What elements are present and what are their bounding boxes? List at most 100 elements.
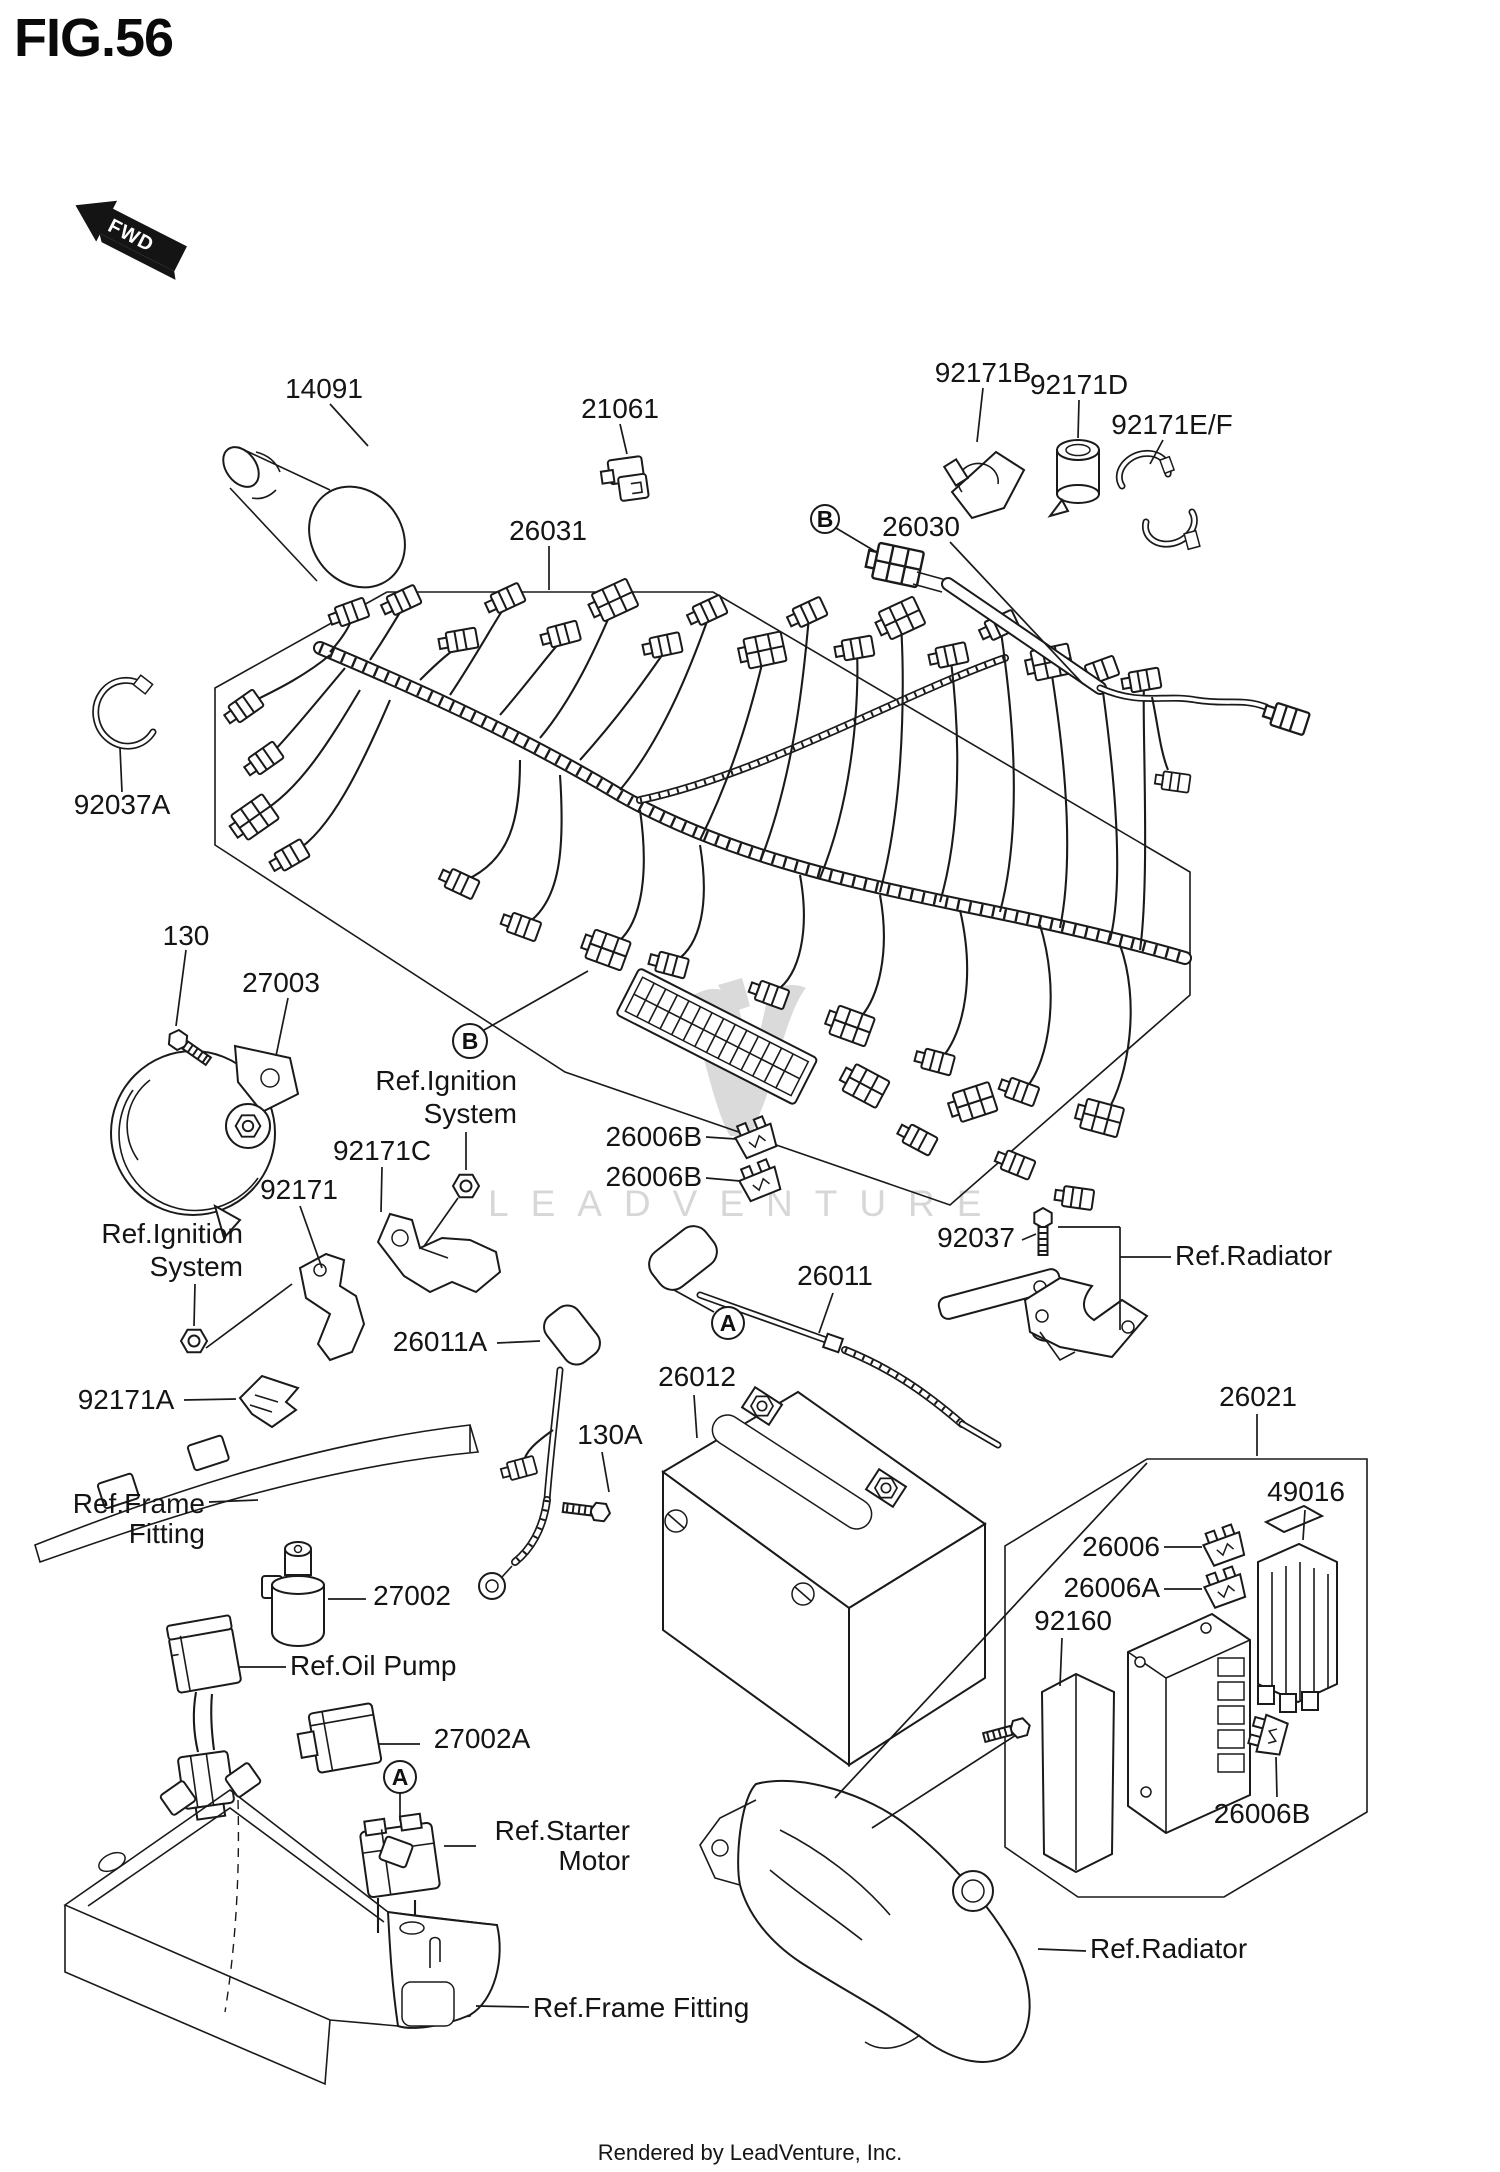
connector-icon — [1260, 698, 1312, 737]
footer-credit: Rendered by LeadVenture, Inc. — [598, 2140, 903, 2165]
label-26011: 26011 — [797, 1260, 873, 1291]
part-26006b-fuse — [1245, 1711, 1290, 1759]
connector-icon — [683, 593, 729, 630]
connector-icon — [1119, 666, 1163, 695]
label-ref-starter-2: Motor — [558, 1845, 630, 1876]
connector-icon — [220, 688, 266, 729]
connector-icon — [435, 864, 481, 901]
connector-icon — [266, 837, 311, 877]
label-92171b: 92171B — [935, 357, 1032, 388]
part-26006a-fuse — [1199, 1563, 1249, 1610]
marker-a-label: A — [392, 1764, 409, 1790]
connector-icon — [832, 634, 876, 663]
part-92037a-band — [92, 674, 157, 750]
part-26006-fuse — [1198, 1521, 1248, 1568]
label-ref-ignition-right-2: System — [424, 1098, 517, 1129]
label-26012: 26012 — [658, 1361, 736, 1392]
connector-icon — [436, 626, 480, 655]
part-26021-box — [834, 1458, 1368, 1898]
battery-terminal — [740, 1385, 784, 1427]
leader-ref-radiator-top — [1058, 1226, 1171, 1330]
connector-icon — [640, 631, 684, 661]
part-nut-ignition-left — [180, 1328, 208, 1354]
label-92171ef: 92171E/F — [1111, 409, 1232, 440]
connector-icon — [893, 1119, 939, 1157]
leader-26006b — [705, 1136, 741, 1182]
part-26031-main-harness — [214, 577, 1192, 1211]
leader-92171a — [183, 1398, 237, 1401]
connector-icon — [871, 595, 927, 644]
connector-icon — [497, 908, 543, 943]
label-ref-radiator-top: Ref.Radiator — [1175, 1240, 1332, 1271]
part-49016-cover — [1257, 1504, 1338, 1713]
part-14091-igniter-canister — [222, 446, 406, 589]
leader-92171ef — [1149, 439, 1164, 465]
marker-b-top: B — [810, 504, 879, 554]
leader-92171b — [976, 387, 984, 443]
leader-92171c — [380, 1166, 383, 1213]
leader-14091 — [329, 403, 369, 447]
part-27002-damper — [261, 1541, 325, 1648]
connector-icon — [577, 926, 632, 972]
label-ref-ignition-left-1: Ref.Ignition — [101, 1218, 243, 1249]
label-27002: 27002 — [373, 1580, 451, 1611]
connector-icon — [783, 595, 829, 632]
connector-icon — [538, 619, 583, 651]
marker-a-battery: A — [673, 1289, 745, 1340]
part-130a-bolt — [561, 1497, 612, 1523]
leader-92160 — [1059, 1637, 1063, 1687]
label-26006b-1: 26006B — [605, 1121, 702, 1152]
connector-icon — [224, 792, 281, 846]
part-nut-ignition-right — [452, 1173, 480, 1199]
label-21061: 21061 — [581, 393, 659, 424]
harness-branch-wires — [249, 603, 1147, 1115]
connector-icon — [1072, 1095, 1126, 1139]
marker-b-label: B — [462, 1028, 479, 1054]
part-26030-sub-harness — [862, 539, 1312, 794]
connector-icon — [584, 577, 640, 626]
figure-title: FIG.56 — [14, 8, 173, 68]
label-27003: 27003 — [242, 967, 320, 998]
leader-26011a — [496, 1340, 541, 1344]
connector-icon — [862, 539, 926, 589]
connector-icon — [1052, 1183, 1096, 1211]
leader-27003 — [275, 997, 289, 1057]
connector-icon — [481, 581, 527, 618]
label-ref-oil-pump: Ref.Oil Pump — [290, 1650, 457, 1681]
part-92160-plate — [981, 1672, 1116, 1874]
part-27003-horn — [110, 1044, 300, 1241]
label-14091: 14091 — [285, 373, 363, 404]
connector-icon — [745, 976, 791, 1011]
nut-icon — [234, 1114, 262, 1138]
part-92171c-bracket — [376, 1212, 502, 1294]
leader-nut-bracket — [419, 1197, 459, 1253]
label-ref-frame-fitting: Ref.Frame Fitting — [533, 1992, 749, 2023]
connector-icon — [240, 740, 286, 781]
leader-ref-ignition-left — [193, 1283, 196, 1327]
marker-a-starter: A — [383, 1760, 417, 1821]
part-radiator-bracket — [1023, 1276, 1149, 1362]
part-frame-fitting-tray — [63, 1762, 501, 2086]
leader-ref-frame-fitting — [475, 2005, 530, 2008]
fwd-direction-icon: FWD — [75, 200, 187, 280]
label-92037: 92037 — [937, 1222, 1015, 1253]
label-ref-frame-1: Ref.Frame — [73, 1488, 205, 1519]
label-26030: 26030 — [882, 511, 960, 542]
label-26031: 26031 — [509, 515, 587, 546]
label-26006: 26006 — [1082, 1531, 1160, 1562]
part-26012-battery — [661, 1385, 987, 1767]
leader-nut-left-bracket — [205, 1283, 293, 1349]
label-130a: 130A — [577, 1419, 643, 1450]
connector-icon — [325, 596, 371, 631]
label-26006a: 26006A — [1063, 1572, 1160, 1603]
leader-92171d — [1077, 399, 1080, 439]
connector-icon — [944, 1080, 999, 1126]
label-27002a: 27002A — [434, 1723, 531, 1754]
leader-26011 — [818, 1292, 834, 1334]
leader-26030 — [949, 541, 1084, 685]
marker-b-harness: B — [452, 970, 589, 1059]
connector-icon — [377, 583, 423, 620]
marker-b-label: B — [817, 506, 834, 532]
ecu-connector — [616, 968, 818, 1105]
